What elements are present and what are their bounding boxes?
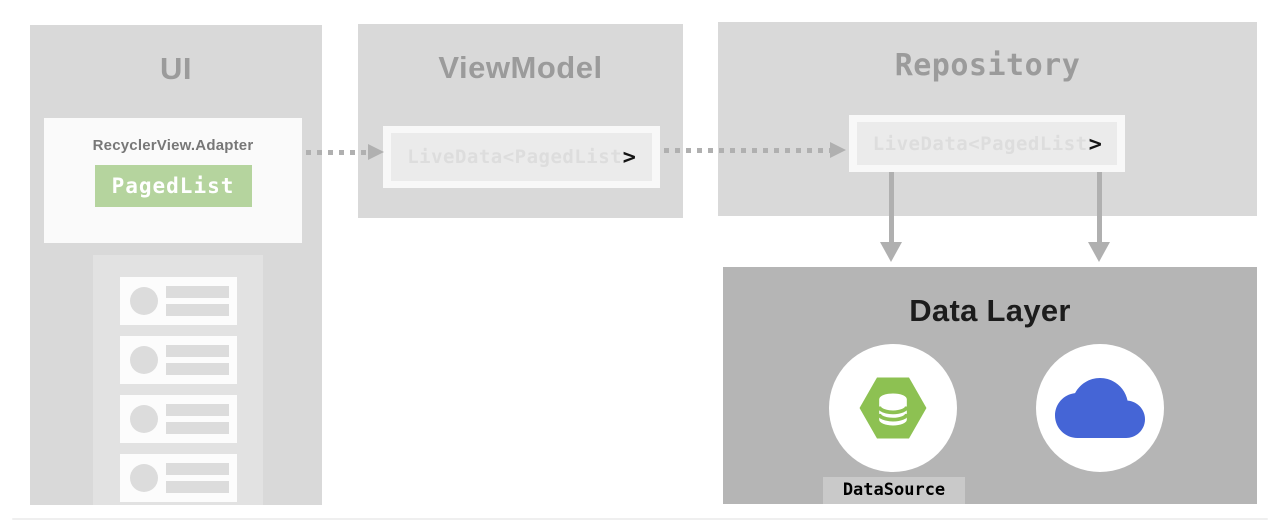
text-placeholder-bar	[166, 404, 229, 416]
arrowhead-right-icon	[368, 144, 384, 160]
avatar-placeholder	[130, 464, 158, 492]
text-placeholder-bar	[166, 481, 229, 493]
text-placeholder-bar	[166, 463, 229, 475]
data-layer-title: Data Layer	[909, 293, 1071, 328]
repository-panel: Repository LiveData<PagedList >	[718, 22, 1257, 216]
list-item	[120, 395, 237, 443]
arrow-line	[888, 172, 894, 242]
pagedlist-badge: PagedList	[94, 165, 252, 207]
text-placeholder-bar	[166, 345, 229, 357]
viewmodel-panel-title: ViewModel	[438, 50, 603, 85]
avatar-placeholder	[130, 287, 158, 315]
repository-livedata-card: LiveData<PagedList >	[849, 115, 1125, 172]
arrow-repository-to-database	[880, 172, 902, 262]
dotted-line	[306, 149, 368, 155]
cloud-icon	[1055, 378, 1145, 438]
list-item	[120, 336, 237, 384]
dotted-line	[664, 147, 830, 153]
arrow-ui-to-viewmodel	[306, 144, 384, 160]
ui-panel: UI RecyclerView.Adapter PagedList	[30, 25, 322, 505]
repository-panel-title: Repository	[894, 48, 1081, 83]
list-item	[120, 277, 237, 325]
data-layer-panel: Data Layer DataSource	[723, 267, 1257, 504]
text-placeholder-bar	[166, 304, 229, 316]
recyclerview-adapter-card: RecyclerView.Adapter PagedList	[44, 118, 302, 243]
datasource-label: DataSource	[823, 477, 965, 504]
list-item	[120, 454, 237, 502]
database-icon	[859, 377, 927, 439]
livedata-closing-chevron-icon: >	[622, 145, 637, 169]
livedata-label: LiveData<PagedList	[407, 146, 623, 168]
viewmodel-panel: ViewModel LiveData<PagedList >	[358, 24, 683, 218]
network-source-circle	[1036, 344, 1164, 472]
livedata-closing-chevron-icon: >	[1088, 131, 1102, 156]
arrowhead-down-icon	[1088, 242, 1110, 262]
avatar-placeholder	[130, 346, 158, 374]
arrow-line	[1096, 172, 1102, 242]
recycler-list	[93, 255, 263, 505]
ui-panel-title: UI	[160, 51, 192, 86]
arrowhead-down-icon	[880, 242, 902, 262]
text-placeholder-bar	[166, 363, 229, 375]
arrow-viewmodel-to-repository	[664, 142, 846, 158]
database-source-circle	[829, 344, 957, 472]
bottom-divider	[12, 518, 1268, 520]
arrow-repository-to-network	[1088, 172, 1110, 262]
livedata-label: LiveData<PagedList	[872, 132, 1088, 155]
arrowhead-right-icon	[830, 142, 846, 158]
viewmodel-livedata-card: LiveData<PagedList >	[383, 126, 660, 188]
text-placeholder-bar	[166, 422, 229, 434]
adapter-label: RecyclerView.Adapter	[92, 137, 254, 154]
avatar-placeholder	[130, 405, 158, 433]
text-placeholder-bar	[166, 286, 229, 298]
